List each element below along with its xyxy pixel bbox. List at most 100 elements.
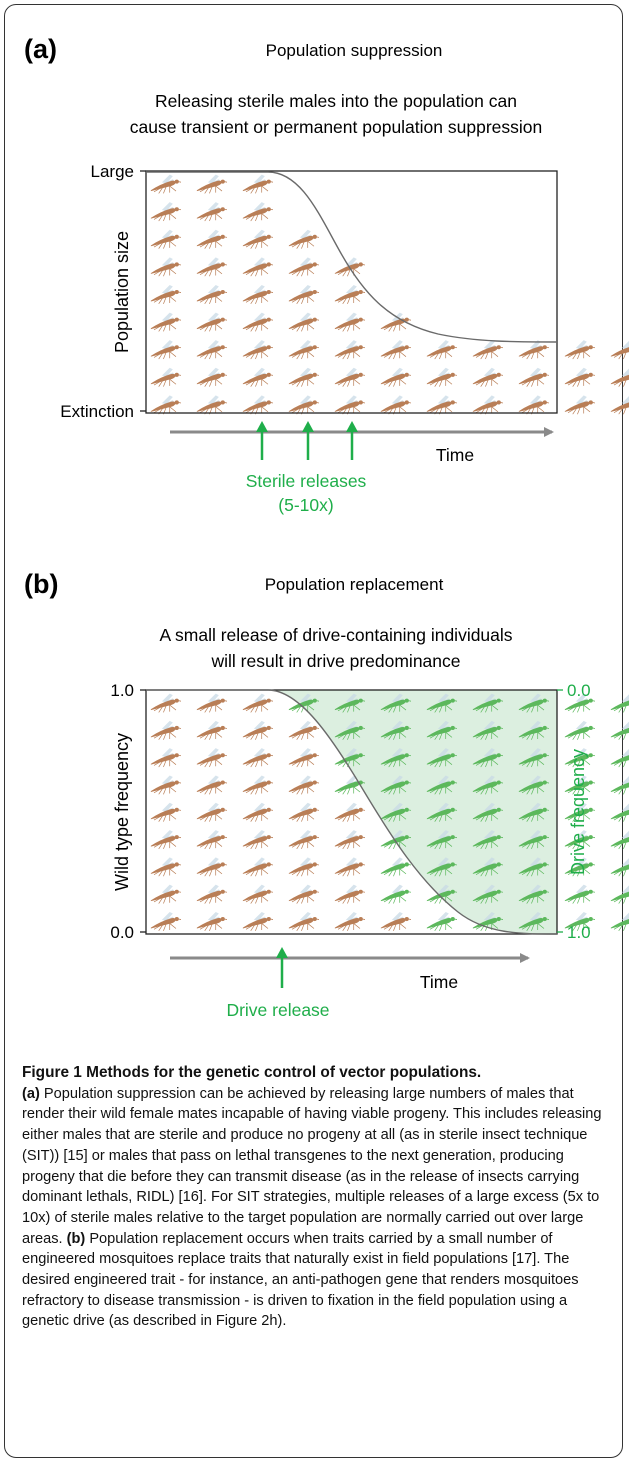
mosquito-icon <box>334 829 365 850</box>
mosquito-icon <box>150 174 181 194</box>
drive-mosquito-icon <box>610 802 629 823</box>
panel-a-release-label-line1: Sterile releases <box>246 471 367 491</box>
mosquito-icon <box>288 339 319 360</box>
mosquito-icon <box>196 693 227 713</box>
mosquito-icon <box>242 201 273 222</box>
mosquito-icon <box>196 720 227 741</box>
panel-b-title: Population replacement <box>265 575 444 594</box>
panel-b-y-right-label: Drive frequency <box>568 749 588 875</box>
mosquito-icon <box>472 339 503 360</box>
panel-a-y-axis-label: Population size <box>112 231 132 353</box>
mosquito-icon <box>150 884 181 904</box>
mosquito-icon <box>288 394 319 415</box>
caption-b-text: Population replacement occurs when trait… <box>22 1230 579 1330</box>
mosquito-icon <box>196 856 227 877</box>
panel-b-y-left-top-tick: 1.0 <box>110 681 134 700</box>
mosquito-icon <box>426 367 457 388</box>
mosquito-icon <box>518 339 549 360</box>
mosquito-icon <box>380 911 411 932</box>
mosquito-icon <box>242 911 273 932</box>
mosquito-icon <box>334 911 365 932</box>
mosquito-icon <box>242 256 273 277</box>
panel-a-subtitle-line2: cause transient or permanent population … <box>130 117 542 137</box>
mosquito-icon <box>334 256 365 277</box>
mosquito-icon <box>196 367 227 388</box>
mosquito-icon <box>288 312 319 332</box>
mosquito-icon <box>242 829 273 850</box>
drive-mosquito-icon <box>564 884 595 904</box>
drive-mosquito-icon <box>380 856 411 877</box>
drive-mosquito-icon <box>610 911 629 932</box>
caption-figure-title: Figure 1 Methods for the genetic control… <box>22 1064 482 1081</box>
mosquito-icon <box>196 394 227 415</box>
mosquito-icon <box>288 829 319 850</box>
mosquito-icon <box>242 394 273 415</box>
panel-b-frequency-curve <box>146 689 558 935</box>
mosquito-icon <box>150 856 181 877</box>
drive-mosquito-icon <box>426 911 457 932</box>
mosquito-icon <box>196 312 227 332</box>
mosquito-icon <box>288 911 319 932</box>
mosquito-icon <box>334 284 365 305</box>
mosquito-icon <box>518 367 549 388</box>
mosquito-icon <box>288 747 319 768</box>
mosquito-icon <box>288 367 319 388</box>
figure-caption: Figure 1 Methods for the genetic control… <box>22 1063 614 1332</box>
mosquito-icon <box>242 884 273 904</box>
mosquito-icon <box>150 284 181 305</box>
panel-a-y-top-tick: Large <box>91 162 134 181</box>
mosquito-icon <box>242 693 273 713</box>
mosquito-icon <box>288 256 319 277</box>
mosquito-icon <box>472 367 503 388</box>
drive-mosquito-icon <box>610 693 629 713</box>
panel-b-drive-shade <box>268 690 557 934</box>
mosquito-icon <box>196 201 227 222</box>
mosquito-icon <box>150 229 181 250</box>
mosquito-icon <box>242 229 273 250</box>
panel-b-release-arrow <box>276 947 288 988</box>
panel-b-subtitle-line1: A small release of drive-containing indi… <box>159 625 512 645</box>
mosquito-icon <box>196 256 227 277</box>
mosquito-icon <box>564 394 595 415</box>
mosquito-icon <box>288 284 319 305</box>
panel-b-y-right-top-tick: 0.0 <box>567 681 591 700</box>
panel-b-letter: (b) <box>24 569 58 599</box>
mosquito-icon <box>518 394 549 415</box>
mosquito-icon <box>334 856 365 877</box>
mosquito-icon <box>380 339 411 360</box>
mosquito-icon <box>150 201 181 222</box>
drive-mosquito-icon <box>564 720 595 741</box>
mosquito-icon <box>196 229 227 250</box>
mosquito-icon <box>150 911 181 932</box>
mosquito-icon <box>150 720 181 741</box>
mosquito-icon <box>242 312 273 332</box>
drive-mosquito-icon <box>610 775 629 795</box>
mosquito-icon <box>288 856 319 877</box>
mosquito-icon <box>334 367 365 388</box>
panel-a-title: Population suppression <box>266 41 443 60</box>
mosquito-icon <box>196 339 227 360</box>
mosquito-icon <box>150 367 181 388</box>
mosquito-icon <box>242 174 273 194</box>
mosquito-icon <box>288 775 319 795</box>
mosquito-icon <box>288 802 319 823</box>
mosquito-icon <box>196 775 227 795</box>
drive-mosquito-icon <box>610 747 629 768</box>
caption-a-label: (a) <box>22 1085 40 1102</box>
mosquito-icon <box>242 367 273 388</box>
drive-mosquito-icon <box>610 884 629 904</box>
panel-a-letter: (a) <box>24 34 57 64</box>
panel-a-release-label-line2: (5-10x) <box>278 495 333 515</box>
mosquito-icon <box>150 256 181 277</box>
panel-b-release-label: Drive release <box>226 1000 329 1020</box>
mosquito-icon <box>150 747 181 768</box>
panel-a-plot-frame <box>145 170 558 414</box>
mosquito-icon <box>150 775 181 795</box>
panel-a-population-curve <box>146 171 558 343</box>
mosquito-icon <box>150 693 181 713</box>
panel-a-x-axis-label: Time <box>436 445 474 465</box>
mosquito-icon <box>196 174 227 194</box>
mosquito-icon <box>196 829 227 850</box>
mosquito-icon <box>288 229 319 250</box>
